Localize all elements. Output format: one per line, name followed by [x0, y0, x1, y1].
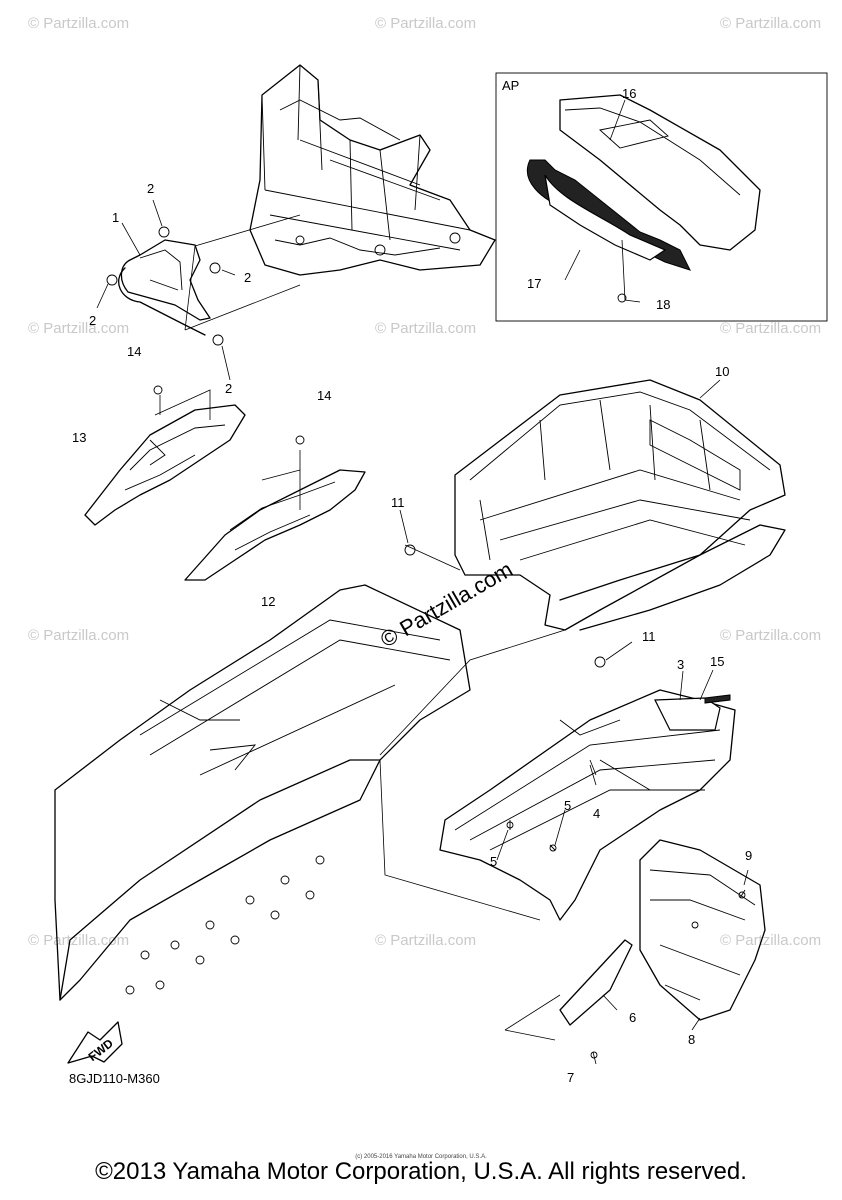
watermark: © Partzilla.com	[375, 932, 476, 949]
part-3-rear-carrier	[439, 669, 736, 921]
callout-14: 14	[317, 388, 331, 403]
center-watermark: © Partzilla.com	[376, 557, 517, 653]
callout-2: 2	[244, 270, 251, 285]
callouts: 1 2 2 2 2 3 4 5 5 6 7 8 9 10 11 11 12 13…	[72, 86, 752, 1085]
callout-8: 8	[688, 1032, 695, 1047]
inset-label: AP	[502, 78, 519, 93]
watermark: © Partzilla.com	[720, 932, 821, 949]
callout-3: 3	[677, 657, 684, 672]
callout-4: 4	[593, 806, 600, 821]
callout-13: 13	[72, 430, 86, 445]
watermark: © Partzilla.com	[720, 320, 821, 337]
body-panel	[54, 544, 566, 1001]
callout-5: 5	[490, 854, 497, 869]
watermark-group: © Partzilla.com © Partzilla.com © Partzi…	[28, 15, 821, 949]
part-13-side-cover	[84, 385, 246, 526]
watermark: © Partzilla.com	[28, 932, 129, 949]
inset-ap: AP	[495, 72, 828, 322]
callout-15: 15	[710, 654, 724, 669]
callout-12: 12	[261, 594, 275, 609]
callout-5: 5	[564, 798, 571, 813]
part-10-rear-rack	[399, 379, 786, 668]
callout-9: 9	[745, 848, 752, 863]
watermark: © Partzilla.com	[720, 15, 821, 32]
callout-14: 14	[127, 344, 141, 359]
part-1-front-bumper	[96, 199, 236, 381]
callout-11: 11	[642, 629, 656, 644]
watermark: © Partzilla.com	[28, 320, 129, 337]
watermark: © Partzilla.com	[720, 627, 821, 644]
fwd-arrow: FWD	[67, 1021, 123, 1064]
copyright-notice: ©2013 Yamaha Motor Corporation, U.S.A. A…	[95, 1158, 747, 1185]
part-12-side-cover	[184, 435, 366, 581]
callout-18: 18	[656, 297, 670, 312]
watermark: © Partzilla.com	[28, 627, 129, 644]
callout-17: 17	[527, 276, 541, 291]
callout-11: 11	[391, 495, 405, 510]
small-copyright: (c) 2005-2016 Yamaha Motor Corporation, …	[355, 1154, 487, 1160]
callout-10: 10	[715, 364, 729, 379]
callout-16: 16	[622, 86, 636, 101]
diagram-code: 8GJD110-M360	[69, 1071, 160, 1086]
vehicle-frame	[184, 64, 496, 331]
callout-7: 7	[567, 1070, 574, 1085]
watermark: © Partzilla.com	[28, 15, 129, 32]
callout-2: 2	[225, 381, 232, 396]
watermark: © Partzilla.com	[375, 15, 476, 32]
watermark: © Partzilla.com	[375, 320, 476, 337]
callout-2: 2	[89, 313, 96, 328]
callout-1: 1	[112, 210, 119, 225]
callout-6: 6	[629, 1010, 636, 1025]
callout-2: 2	[147, 181, 154, 196]
part-8-mudflap	[639, 839, 766, 1031]
part-6-side-panel	[504, 939, 633, 1065]
fasteners	[496, 759, 746, 1059]
